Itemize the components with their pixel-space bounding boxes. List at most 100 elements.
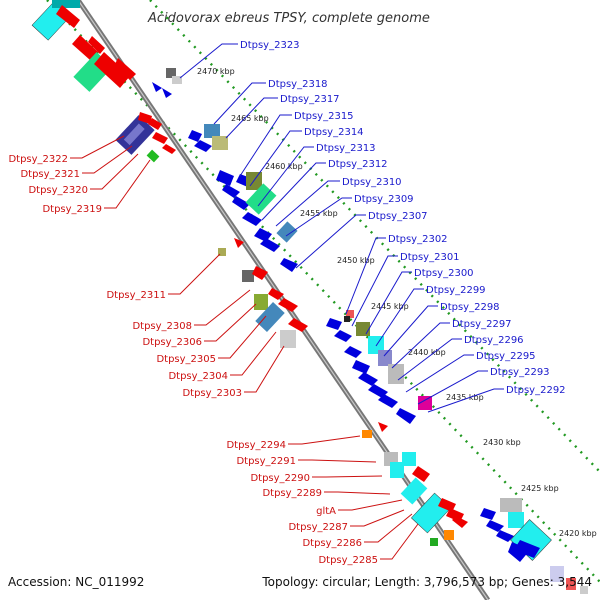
gene-feature [344, 316, 350, 322]
gene-feature [245, 183, 277, 215]
gene-label[interactable]: Dtpsy_2310 [342, 177, 402, 188]
gene-feature [566, 578, 576, 590]
gene-feature [146, 149, 160, 163]
gene-label[interactable]: Dtpsy_2297 [452, 319, 512, 330]
gene-label[interactable]: Dtpsy_2302 [388, 234, 448, 245]
gene-feature [166, 68, 176, 78]
gene-feature [260, 238, 280, 252]
gene-feature [232, 196, 250, 210]
gene-label[interactable]: Dtpsy_2319 [42, 204, 102, 215]
gene-label[interactable]: Dtpsy_2289 [262, 488, 322, 499]
tick-label: 2440 kbp [408, 348, 446, 357]
gene-feature [400, 477, 428, 505]
gene-label[interactable]: Dtpsy_2292 [506, 385, 566, 396]
gene-label[interactable]: Dtpsy_2306 [142, 337, 202, 348]
gene-feature [288, 318, 308, 332]
gene-label[interactable]: Dtpsy_2291 [236, 456, 296, 467]
outer-dotted-line [46, 0, 600, 583]
gene-feature [402, 452, 416, 466]
gene-label[interactable]: Dtpsy_2294 [226, 440, 286, 451]
gene-feature [242, 212, 262, 226]
gene-feature [390, 462, 404, 478]
gene-feature [412, 466, 430, 482]
gene-feature [500, 498, 522, 512]
tick-label: 2460 kbp [265, 162, 303, 171]
tick-label: 2445 kbp [371, 302, 409, 311]
gene-feature [438, 498, 456, 512]
gene-feature [252, 266, 268, 280]
gene-label[interactable]: Dtpsy_2313 [316, 143, 376, 154]
gene-feature [268, 288, 284, 300]
gene-feature [362, 430, 372, 438]
gene-feature [452, 516, 468, 528]
gene-label[interactable]: Dtpsy_2318 [268, 79, 328, 90]
gene-feature [254, 228, 272, 242]
gene-label[interactable]: Dtpsy_2296 [464, 335, 524, 346]
gene-label[interactable]: Dtpsy_2285 [318, 555, 378, 566]
gene-label[interactable]: Dtpsy_2322 [8, 154, 68, 165]
gene-feature [346, 310, 354, 318]
gene-feature [152, 132, 168, 144]
gene-label[interactable]: Dtpsy_2307 [368, 211, 428, 222]
tick-label: 2450 kbp [337, 256, 375, 265]
gene-label[interactable]: Dtpsy_2303 [182, 388, 242, 399]
gene-feature [152, 82, 162, 92]
gene-label[interactable]: Dtpsy_2317 [280, 94, 340, 105]
gene-feature [52, 0, 80, 8]
gene-label[interactable]: Dtpsy_2287 [288, 522, 348, 533]
gene-label[interactable]: gltA [316, 506, 336, 517]
forward-strand-labels: Dtpsy_2322 Dtpsy_2321 Dtpsy_2320 Dtpsy_2… [8, 154, 378, 566]
gene-label[interactable]: Dtpsy_2304 [168, 371, 228, 382]
gene-feature [242, 270, 254, 282]
gene-feature [444, 530, 454, 540]
gene-feature [148, 118, 162, 130]
gene-feature [162, 144, 176, 154]
gene-label[interactable]: Dtpsy_2286 [302, 538, 362, 549]
gene-feature [216, 170, 234, 186]
gene-feature [358, 372, 378, 386]
gene-label[interactable]: Dtpsy_2308 [132, 321, 192, 332]
tick-label: 2465 kbp [231, 114, 269, 123]
gene-label[interactable]: Dtpsy_2295 [476, 351, 536, 362]
reverse-strand-labels: Dtpsy_2323 Dtpsy_2318 Dtpsy_2317 Dtpsy_2… [240, 40, 566, 396]
gene-label[interactable]: Dtpsy_2300 [414, 268, 474, 279]
gene-feature [56, 5, 80, 28]
gene-label[interactable]: Dtpsy_2323 [240, 40, 300, 51]
gene-label[interactable]: Dtpsy_2290 [250, 473, 310, 484]
gene-label[interactable]: Dtpsy_2305 [156, 354, 216, 365]
gene-feature [212, 136, 228, 150]
tick-label: 2420 kbp [559, 529, 597, 538]
gene-feature [378, 422, 388, 432]
gene-label[interactable]: Dtpsy_2314 [304, 127, 364, 138]
feature-track [31, 0, 588, 594]
gene-feature [280, 330, 296, 348]
gene-feature [514, 540, 540, 558]
gene-label[interactable]: Dtpsy_2315 [294, 111, 354, 122]
gene-feature [222, 184, 240, 198]
gene-label[interactable]: Dtpsy_2309 [354, 194, 414, 205]
gene-label[interactable]: Dtpsy_2320 [28, 185, 88, 196]
gene-feature [550, 566, 564, 582]
gene-label[interactable]: Dtpsy_2293 [490, 367, 550, 378]
gene-feature [486, 520, 504, 532]
gene-label[interactable]: Dtpsy_2312 [328, 159, 388, 170]
gene-feature [254, 294, 268, 310]
gene-label[interactable]: Dtpsy_2299 [426, 285, 486, 296]
gene-feature [496, 530, 514, 542]
gene-feature [278, 298, 298, 312]
tick-label: 2425 kbp [521, 484, 559, 493]
gene-feature [138, 112, 152, 124]
gene-label[interactable]: Dtpsy_2311 [106, 290, 166, 301]
gene-label[interactable]: Dtpsy_2298 [440, 302, 500, 313]
gene-label[interactable]: Dtpsy_2321 [20, 169, 80, 180]
gene-label[interactable]: Dtpsy_2301 [400, 252, 460, 263]
gene-feature [188, 130, 202, 142]
gene-feature [234, 238, 244, 248]
gene-feature [114, 58, 136, 80]
gene-feature [508, 512, 524, 528]
gene-feature [255, 302, 285, 332]
tick-label: 2430 kbp [483, 438, 521, 447]
gene-feature [368, 384, 388, 398]
